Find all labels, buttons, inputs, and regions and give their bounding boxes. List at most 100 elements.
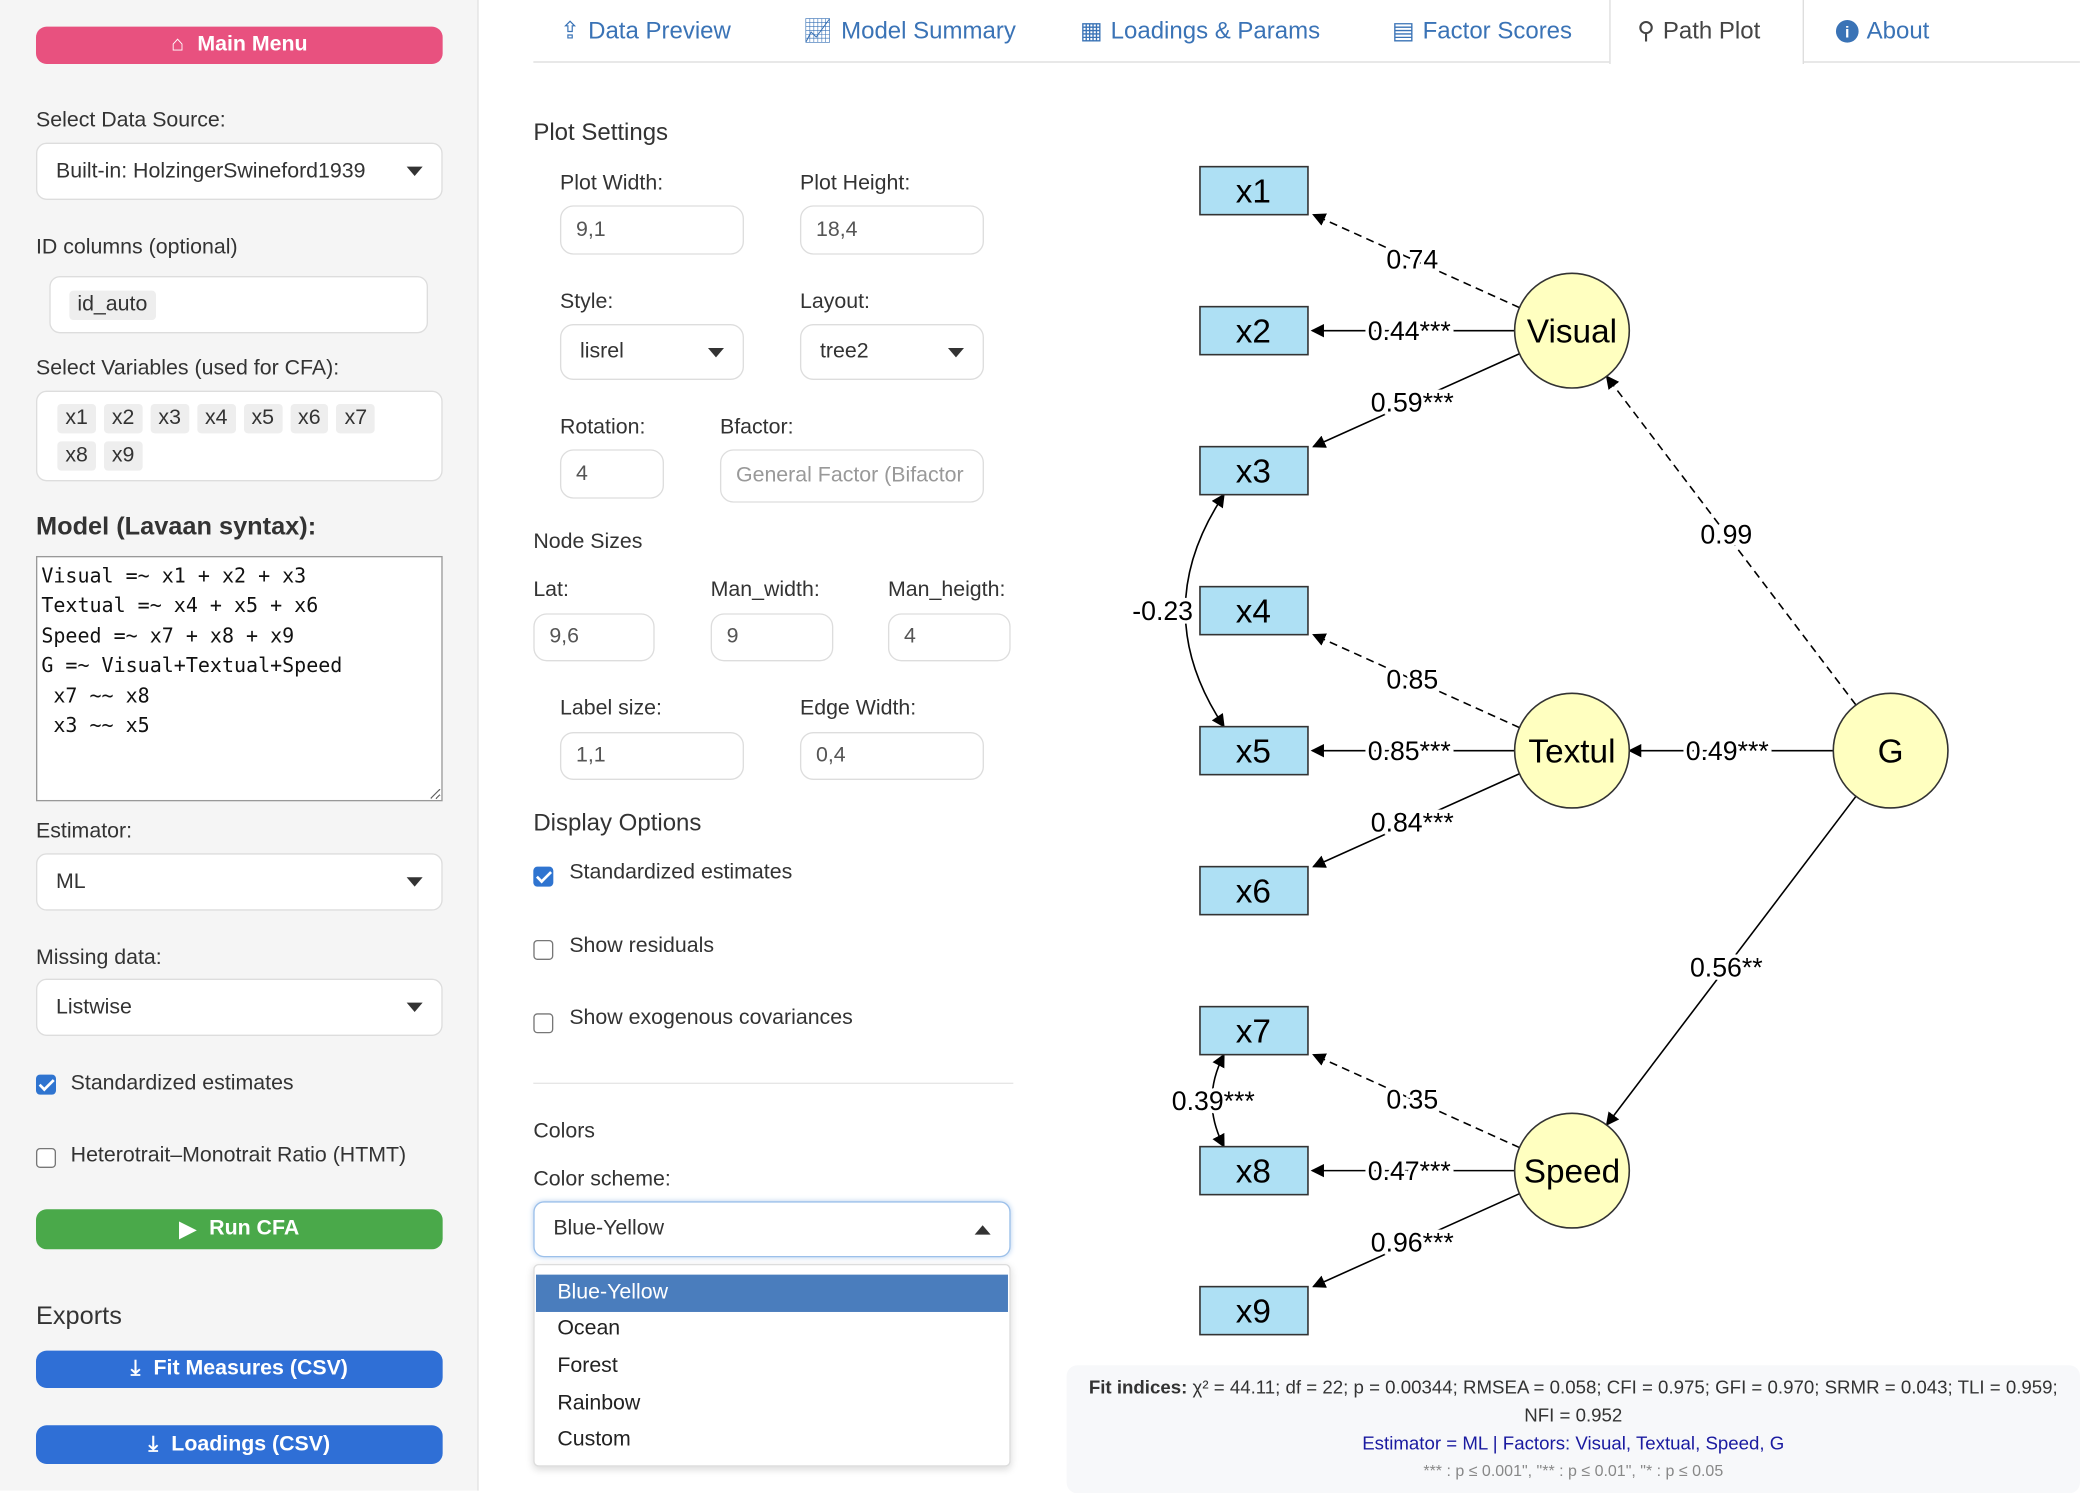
loading-edge-textual-x4 xyxy=(1312,633,1520,729)
chevron-down-icon xyxy=(406,166,423,176)
manifest-node-x5 xyxy=(1199,725,1309,776)
color-scheme-option[interactable]: Forest xyxy=(557,1354,618,1378)
opt-exo-checkbox[interactable] xyxy=(533,1013,554,1034)
id-tag[interactable]: id_auto xyxy=(69,289,156,320)
line-chart-icon: 📈︎ xyxy=(802,17,834,44)
latent-label: Speed xyxy=(1524,1154,1620,1191)
tab-data-preview[interactable]: ⇪Data Preview xyxy=(559,17,731,44)
man-width-input[interactable]: 9 xyxy=(710,613,834,662)
variable-tag[interactable]: x2 xyxy=(103,403,143,434)
variable-tag[interactable]: x5 xyxy=(243,403,283,434)
variable-tag[interactable]: x7 xyxy=(336,403,376,434)
style-label: Style: xyxy=(559,290,614,314)
latent-label: Visual xyxy=(1527,314,1617,351)
loading-edge-visual-x1-label: 0.74 xyxy=(1386,245,1438,275)
color-scheme-option[interactable]: Blue-Yellow xyxy=(535,1274,1008,1312)
color-scheme-select[interactable]: Blue-Yellow xyxy=(533,1201,1011,1258)
tab-model-summary[interactable]: 📈︎Model Summary xyxy=(802,17,1016,44)
color-scheme-option[interactable]: Ocean xyxy=(557,1317,621,1341)
loadings-csv-button[interactable]: ⤓Loadings (CSV) xyxy=(35,1425,443,1464)
layout-select[interactable]: tree2 xyxy=(799,323,984,380)
home-icon: ⌂ xyxy=(171,33,184,56)
chevron-down-icon xyxy=(406,1002,423,1012)
calculator-icon: ▤ xyxy=(1391,17,1415,44)
label-size-input[interactable]: 1,1 xyxy=(559,731,744,780)
loading-edge-g-speed-label: 0.56** xyxy=(1690,953,1763,983)
covariance-edge-x3-x5 xyxy=(1184,493,1225,728)
display-options-heading: Display Options xyxy=(533,809,702,836)
variable-tag[interactable]: x3 xyxy=(150,403,189,434)
color-scheme-option[interactable]: Custom xyxy=(557,1428,631,1451)
chevron-up-icon xyxy=(974,1224,991,1234)
plot-height-input[interactable]: 18,4 xyxy=(799,205,984,255)
style-select[interactable]: lisrel xyxy=(559,323,744,380)
id-columns-input[interactable]: id_auto xyxy=(49,275,428,334)
loading-edge-g-speed xyxy=(1605,795,1857,1127)
table-icon: ▦ xyxy=(1079,17,1103,44)
loading-edge-g-visual xyxy=(1605,375,1857,706)
plot-height-label: Plot Height: xyxy=(799,171,911,195)
bfactor-input[interactable]: General Factor (Bifactor xyxy=(719,449,984,503)
std-checkbox[interactable] xyxy=(35,1074,56,1095)
play-icon: ▶ xyxy=(179,1218,196,1242)
manifest-node-x6 xyxy=(1199,865,1309,916)
edge-width-label: Edge Width: xyxy=(799,697,917,720)
variable-tag[interactable]: x4 xyxy=(196,403,236,434)
manifest-node-x1 xyxy=(1199,165,1309,216)
estimator-label: Estimator: xyxy=(35,819,133,843)
variable-tag[interactable]: x1 xyxy=(57,403,96,434)
chevron-down-icon xyxy=(707,347,724,357)
run-cfa-button[interactable]: ▶Run CFA xyxy=(35,1209,443,1250)
tab-factor-scores[interactable]: ▤Factor Scores xyxy=(1391,17,1573,44)
missing-label: Missing data: xyxy=(35,946,162,970)
info-icon: i xyxy=(1835,19,1859,43)
colors-heading: Colors xyxy=(533,1119,595,1143)
missing-select[interactable]: Listwise xyxy=(35,978,443,1036)
main-menu-button[interactable]: ⌂Main Menu xyxy=(35,26,443,64)
chevron-down-icon xyxy=(406,877,423,887)
latent-label: G xyxy=(1878,734,1904,771)
layout-label: Layout: xyxy=(799,290,870,314)
active-tab-bg xyxy=(1609,0,1804,64)
manifest-node-x3 xyxy=(1199,445,1309,496)
color-scheme-option[interactable]: Rainbow xyxy=(557,1391,641,1415)
plot-width-input[interactable]: 9,1 xyxy=(559,205,744,255)
tab-loadings-params[interactable]: ▦Loadings & Params xyxy=(1079,17,1321,44)
fit-measures-csv-button[interactable]: ⤓Fit Measures (CSV) xyxy=(35,1350,443,1388)
loading-edge-g-textual-label: 0.49*** xyxy=(1686,736,1769,766)
tab-path-plot[interactable]: ⚲Path Plot xyxy=(1637,17,1761,44)
path-diagram: 0.740.44***0.59***0.850.85***0.84***0.35… xyxy=(1129,165,1949,1336)
variable-tag[interactable]: x6 xyxy=(290,403,329,434)
opt-std-checkbox[interactable] xyxy=(533,866,554,887)
manifest-label: x9 xyxy=(1236,1294,1271,1331)
loading-edge-visual-x1 xyxy=(1312,213,1520,309)
rotation-input[interactable]: 4 xyxy=(559,449,664,499)
edge-width-input[interactable]: 0,4 xyxy=(799,731,984,780)
variable-tag[interactable]: x8 xyxy=(57,441,96,471)
man-height-label: Man_heigth: xyxy=(887,578,1006,602)
loading-edge-textual-x4-label: 0.85 xyxy=(1386,665,1438,695)
opt-residuals-checkbox[interactable] xyxy=(533,939,554,960)
loading-edge-visual-x3 xyxy=(1312,352,1520,448)
estimator-select[interactable]: ML xyxy=(35,853,443,911)
lat-input[interactable]: 9,6 xyxy=(533,613,655,662)
std-label: Standardized estimates xyxy=(70,1071,294,1095)
loading-edge-textual-x6 xyxy=(1312,772,1520,868)
opt-residuals-label: Show residuals xyxy=(569,934,714,958)
variable-tag[interactable]: x9 xyxy=(103,441,143,471)
fit-significance-line: *** : p ≤ 0.001", "** : p ≤ 0.01", "* : … xyxy=(1423,1461,1724,1480)
manifest-node-x2 xyxy=(1199,305,1309,356)
htmt-checkbox[interactable] xyxy=(35,1147,56,1168)
loading-edge-speed-x8-label: 0.47*** xyxy=(1368,1156,1451,1186)
bfactor-label: Bfactor: xyxy=(719,415,794,439)
data-source-select[interactable]: Built-in: HolzingerSwineford1939 xyxy=(35,142,443,200)
exports-heading: Exports xyxy=(35,1302,122,1331)
model-textarea[interactable]: Visual =~ x1 + x2 + x3 Textual =~ x4 + x… xyxy=(35,555,443,802)
loading-edge-speed-x7-label: 0.35 xyxy=(1386,1085,1438,1115)
label-size-label: Label size: xyxy=(559,697,662,720)
opt-std-label: Standardized estimates xyxy=(569,861,793,884)
man-height-input[interactable]: 4 xyxy=(887,613,1011,662)
latent-node-speed xyxy=(1513,1112,1631,1229)
